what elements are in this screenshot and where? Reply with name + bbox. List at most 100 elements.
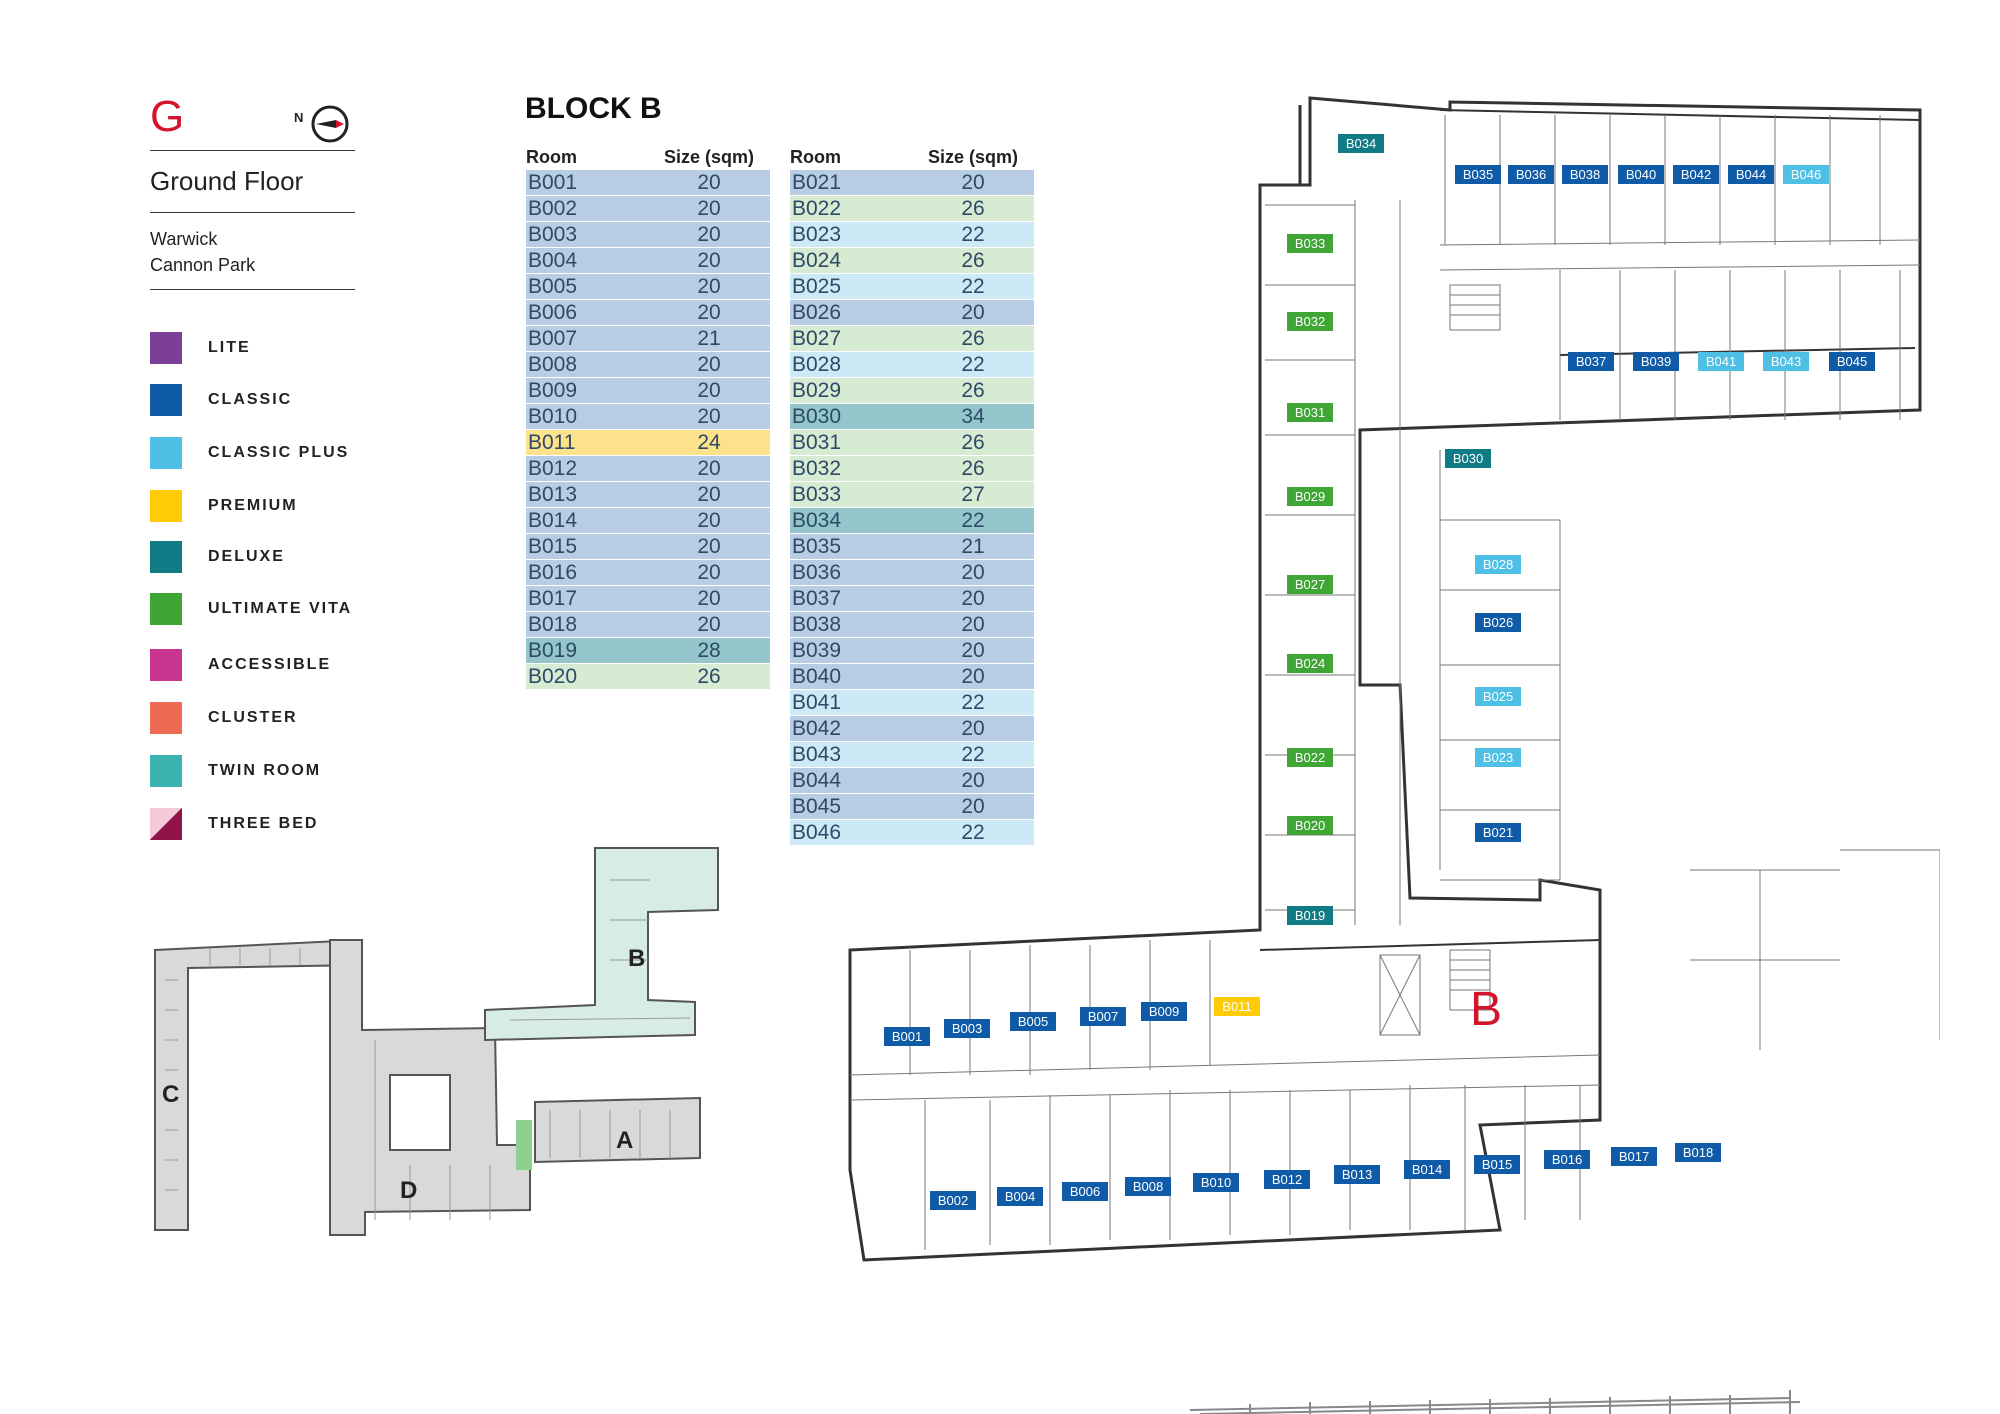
room-tag-label: B020 bbox=[1295, 818, 1325, 833]
room-number: B023 bbox=[790, 221, 912, 248]
site-name-line1: Warwick bbox=[150, 229, 218, 249]
room-number: B029 bbox=[790, 377, 912, 404]
room-tag-b037: B037 bbox=[1568, 352, 1614, 371]
room-tag-label: B024 bbox=[1295, 656, 1325, 671]
room-number: B030 bbox=[790, 403, 912, 430]
site-name: Warwick Cannon Park bbox=[150, 226, 255, 278]
room-number: B046 bbox=[790, 819, 912, 846]
room-number: B013 bbox=[526, 481, 648, 508]
site-block-b-shape bbox=[484, 847, 719, 1042]
room-tag-b044: B044 bbox=[1728, 165, 1774, 184]
room-number: B020 bbox=[526, 663, 648, 690]
legend-item: CLUSTER bbox=[150, 702, 298, 734]
legend-item: CLASSIC PLUS bbox=[150, 437, 349, 469]
divider bbox=[150, 150, 355, 151]
room-tag-label: B045 bbox=[1837, 354, 1867, 369]
column-header-room: Room bbox=[526, 146, 577, 167]
room-size: 26 bbox=[912, 195, 1034, 222]
room-size: 20 bbox=[648, 273, 770, 300]
north-compass-icon: N bbox=[294, 105, 349, 143]
room-size: 20 bbox=[648, 533, 770, 560]
legend-swatch bbox=[150, 541, 182, 573]
room-tag-b004: B004 bbox=[997, 1187, 1043, 1206]
room-tag-label: B031 bbox=[1295, 405, 1325, 420]
legend-item: ACCESSIBLE bbox=[150, 649, 331, 681]
room-number: B039 bbox=[790, 637, 912, 664]
room-tag-b043: B043 bbox=[1763, 352, 1809, 371]
legend-item: TWIN ROOM bbox=[150, 755, 321, 787]
room-tag-label: B010 bbox=[1201, 1175, 1231, 1190]
room-tag-label: B040 bbox=[1626, 167, 1656, 182]
legend-swatch bbox=[150, 593, 182, 625]
room-tag-label: B033 bbox=[1295, 236, 1325, 251]
room-tag-b028: B028 bbox=[1475, 555, 1521, 574]
room-size: 27 bbox=[912, 481, 1034, 508]
room-size: 20 bbox=[912, 715, 1034, 742]
room-size: 20 bbox=[648, 247, 770, 274]
room-size: 20 bbox=[912, 611, 1034, 638]
room-number: B024 bbox=[790, 247, 912, 274]
divider bbox=[150, 289, 355, 290]
room-size: 26 bbox=[912, 325, 1034, 352]
room-tag-b032: B032 bbox=[1287, 312, 1333, 331]
site-block-a-shape bbox=[534, 1096, 701, 1164]
room-size: 26 bbox=[912, 247, 1034, 274]
room-number: B031 bbox=[790, 429, 912, 456]
room-number: B007 bbox=[526, 325, 648, 352]
legend-swatch bbox=[150, 437, 182, 469]
room-tag-label: B016 bbox=[1552, 1152, 1582, 1167]
room-tag-b021: B021 bbox=[1475, 823, 1521, 842]
room-tag-b003: B003 bbox=[944, 1019, 990, 1038]
room-tag-label: B015 bbox=[1482, 1157, 1512, 1172]
room-number: B022 bbox=[790, 195, 912, 222]
room-tag-b009: B009 bbox=[1141, 1002, 1187, 1021]
room-number: B019 bbox=[526, 637, 648, 664]
legend-item: CLASSIC bbox=[150, 384, 292, 416]
site-label-c: C bbox=[162, 1081, 179, 1108]
room-number: B035 bbox=[790, 533, 912, 560]
room-size: 22 bbox=[912, 819, 1034, 846]
site-label-a: A bbox=[616, 1127, 633, 1154]
room-size: 22 bbox=[912, 221, 1034, 248]
room-size: 20 bbox=[648, 299, 770, 326]
room-number: B037 bbox=[790, 585, 912, 612]
column-header-room: Room bbox=[790, 146, 841, 167]
site-key-plan: C D A B bbox=[154, 847, 719, 1236]
room-number: B009 bbox=[526, 377, 648, 404]
room-tag-b036: B036 bbox=[1508, 165, 1554, 184]
room-size: 26 bbox=[912, 377, 1034, 404]
room-size: 22 bbox=[912, 507, 1034, 534]
building-outline bbox=[848, 96, 1922, 1262]
room-size: 22 bbox=[912, 273, 1034, 300]
room-size: 22 bbox=[912, 351, 1034, 378]
room-size: 26 bbox=[648, 663, 770, 690]
room-tag-b046: B046 bbox=[1783, 165, 1829, 184]
room-tag-b038: B038 bbox=[1562, 165, 1608, 184]
room-tag-label: B034 bbox=[1346, 136, 1376, 151]
floor-code: G bbox=[150, 92, 185, 141]
room-number: B010 bbox=[526, 403, 648, 430]
room-size: 20 bbox=[648, 170, 770, 196]
room-size: 20 bbox=[648, 559, 770, 586]
room-number: B021 bbox=[790, 170, 912, 196]
room-tag-label: B019 bbox=[1295, 908, 1325, 923]
legend-swatch bbox=[150, 332, 182, 364]
room-tag-label: B022 bbox=[1295, 750, 1325, 765]
